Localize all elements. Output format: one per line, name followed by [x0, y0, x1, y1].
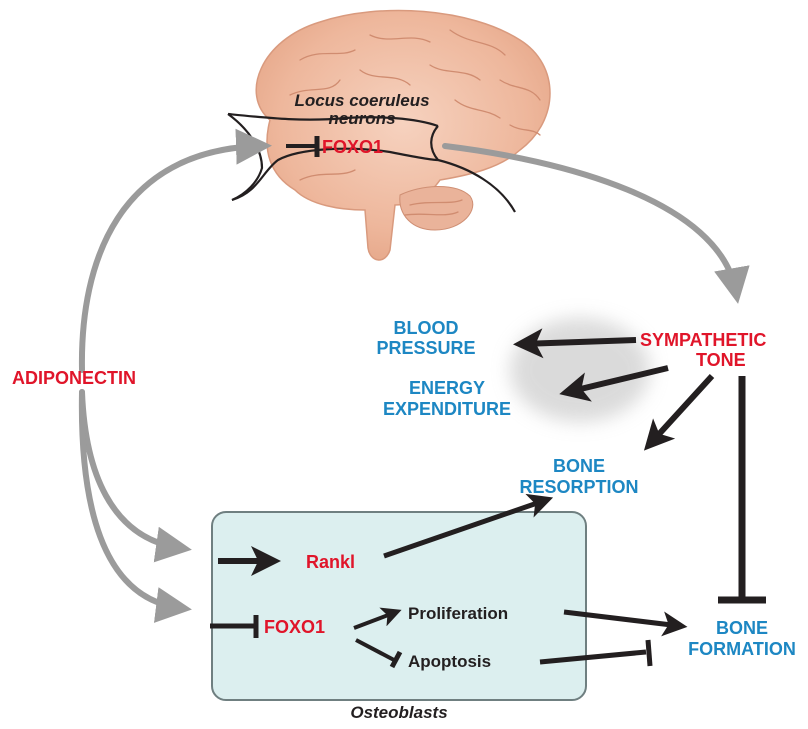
gray-arrows: [78, 128, 750, 623]
foxo1-inhibits-apoptosis: [355, 638, 403, 669]
proliferation-label: Proliferation: [408, 604, 508, 623]
foxo1-osteoblast-label: FOXO1: [264, 617, 325, 637]
arrow-to-energy: [559, 365, 669, 402]
formation-bone-label: BONE: [716, 618, 768, 638]
locus-coeruleus-label: Locus coeruleus: [294, 91, 429, 110]
sympathetic-arrows: [513, 328, 715, 451]
blood-label: BLOOD: [394, 318, 459, 338]
osteoblast-foxo1-inhibition: [210, 615, 259, 638]
sympathetic-label: SYMPATHETIC: [640, 330, 766, 350]
neurons-label: neurons: [328, 109, 395, 128]
rankl-label: Rankl: [306, 552, 355, 572]
adiponectin-label: ADIPONECTIN: [12, 368, 136, 388]
apoptosis-inhibits-formation: [539, 639, 653, 667]
pressure-label: PRESSURE: [376, 338, 475, 358]
arrow-adiponectin-to-foxo1: [78, 389, 192, 623]
tone-label: TONE: [696, 350, 746, 370]
foxo1-brain-label: FOXO1: [322, 137, 383, 157]
resorption-label: RESORPTION: [519, 477, 638, 497]
brain-foxo1-inhibition: [286, 136, 320, 157]
osteoblast-box: [211, 511, 587, 701]
arrow-rankl-to-resorption: [383, 493, 554, 559]
arrow-to-resorption: [643, 373, 715, 451]
arrow-adiponectin-to-brain: [78, 128, 272, 373]
apoptosis-label: Apoptosis: [408, 652, 491, 671]
arrow-proliferation-to-formation: [563, 609, 688, 637]
arrow-foxo1-to-proliferation: [353, 607, 402, 630]
locus-coeruleus-outline: [227, 112, 516, 213]
sympathetic-inhibits-formation: [718, 376, 766, 604]
osteoblasts-label: Osteoblasts: [350, 703, 447, 722]
expenditure-label: EXPENDITURE: [383, 399, 511, 419]
arrow-brain-to-sympathetic: [442, 143, 750, 304]
energy-label: ENERGY: [409, 378, 485, 398]
sympathetic-glow: [510, 318, 650, 422]
brain-illustration: [255, 9, 551, 261]
formation-label: FORMATION: [688, 639, 796, 659]
resorption-bone-label: BONE: [553, 456, 605, 476]
arrow-to-blood-pressure: [513, 328, 637, 359]
